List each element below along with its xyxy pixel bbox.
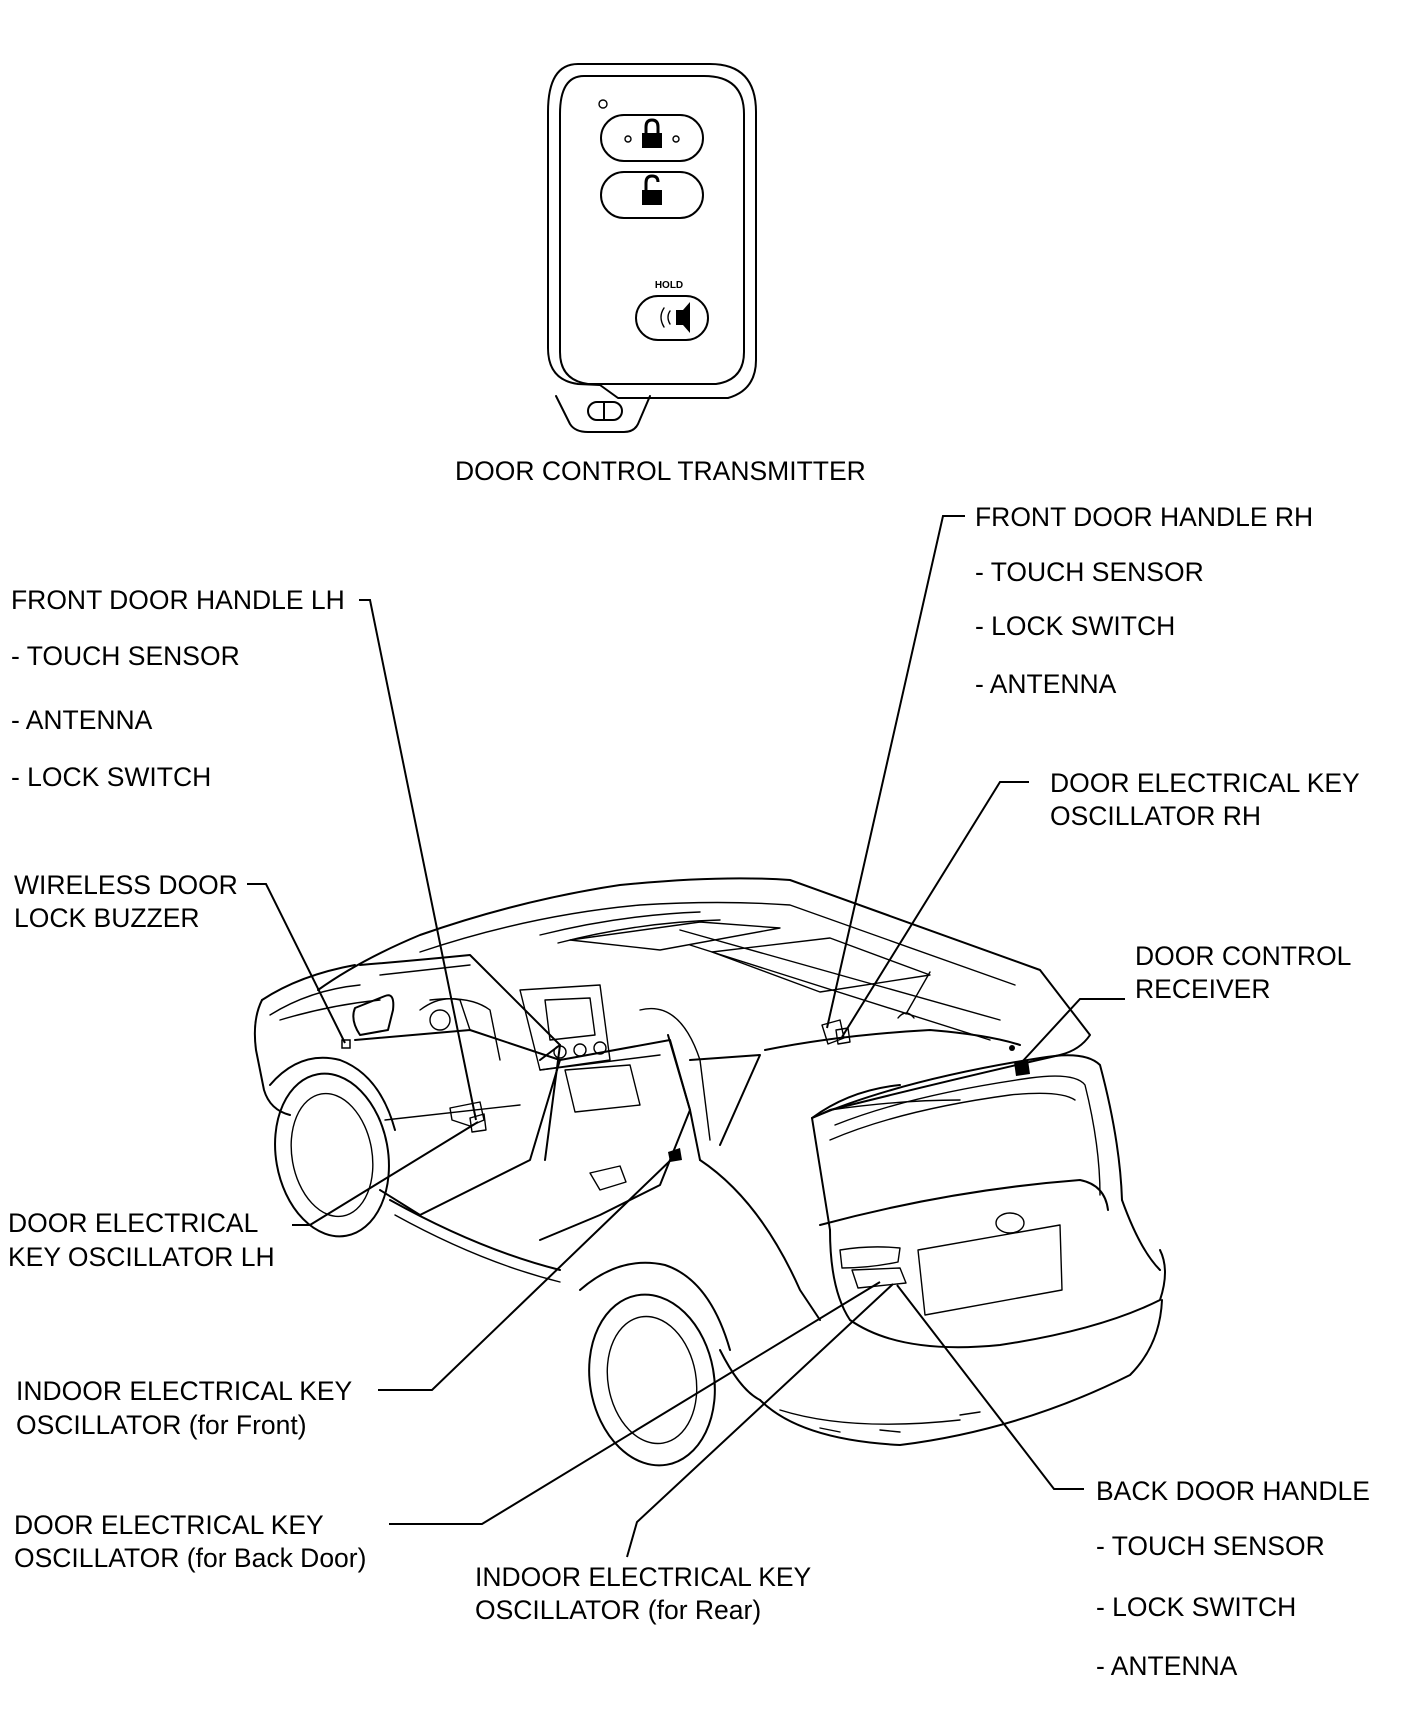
label-front-door-handle-rh-item-2: - LOCK SWITCH xyxy=(975,611,1175,641)
label-wireless-buzzer-line-2: LOCK BUZZER xyxy=(14,903,200,933)
label-door-electrical-key-oscillator-lh: DOOR ELECTRICAL KEY OSCILLATOR LH xyxy=(8,1208,275,1272)
label-indoor-osc-front-line-2: OSCILLATOR (for Front) xyxy=(16,1410,307,1440)
label-back-door-handle-item-3: - ANTENNA xyxy=(1096,1651,1238,1681)
label-door-osc-rh-line-2: OSCILLATOR RH xyxy=(1050,801,1261,831)
label-back-door-handle-item-1: - TOUCH SENSOR xyxy=(1096,1531,1325,1561)
label-front-door-handle-lh-item-2: - ANTENNA xyxy=(11,705,153,735)
label-back-door-handle-item-2: - LOCK SWITCH xyxy=(1096,1592,1296,1622)
label-back-door-handle: BACK DOOR HANDLE - TOUCH SENSOR - LOCK S… xyxy=(1096,1476,1370,1681)
label-wireless-door-lock-buzzer: WIRELESS DOOR LOCK BUZZER xyxy=(14,870,238,933)
label-indoor-osc-rear-line-1: INDOOR ELECTRICAL KEY xyxy=(475,1562,812,1592)
transmitter-caption: DOOR CONTROL TRANSMITTER xyxy=(455,456,866,486)
lock-button-icon xyxy=(600,114,704,162)
label-receiver-line-1: DOOR CONTROL xyxy=(1135,941,1351,971)
label-front-door-handle-rh-title: FRONT DOOR HANDLE RH xyxy=(975,502,1313,532)
label-front-door-handle-lh-item-3: - LOCK SWITCH xyxy=(11,762,211,792)
label-indoor-electrical-key-oscillator-front: INDOOR ELECTRICAL KEY OSCILLATOR (for Fr… xyxy=(16,1376,353,1440)
hold-label: HOLD xyxy=(655,280,683,291)
label-front-door-handle-rh-item-3: - ANTENNA xyxy=(975,669,1117,699)
label-indoor-electrical-key-oscillator-rear: INDOOR ELECTRICAL KEY OSCILLATOR (for Re… xyxy=(475,1562,812,1625)
label-door-electrical-key-oscillator-back-door: DOOR ELECTRICAL KEY OSCILLATOR (for Back… xyxy=(14,1510,366,1573)
label-indoor-osc-rear-line-2: OSCILLATOR (for Rear) xyxy=(475,1595,761,1625)
label-door-electrical-key-oscillator-rh: DOOR ELECTRICAL KEY OSCILLATOR RH xyxy=(1050,768,1360,831)
vehicle-illustration xyxy=(253,877,1166,1467)
label-back-door-handle-title: BACK DOOR HANDLE xyxy=(1096,1476,1370,1506)
label-door-osc-lh-line-1: DOOR ELECTRICAL xyxy=(8,1208,258,1238)
label-indoor-osc-front-line-1: INDOOR ELECTRICAL KEY xyxy=(16,1376,353,1406)
panic-button-icon: HOLD xyxy=(635,280,709,341)
label-front-door-handle-lh: FRONT DOOR HANDLE LH - TOUCH SENSOR - AN… xyxy=(11,585,345,792)
label-door-osc-lh-line-2: KEY OSCILLATOR LH xyxy=(8,1242,275,1272)
label-receiver-line-2: RECEIVER xyxy=(1135,974,1270,1004)
label-front-door-handle-rh-item-1: - TOUCH SENSOR xyxy=(975,557,1204,587)
leader-lines xyxy=(247,515,1125,1558)
unlock-button-icon xyxy=(600,171,704,219)
label-front-door-handle-rh: FRONT DOOR HANDLE RH - TOUCH SENSOR - LO… xyxy=(975,502,1313,699)
label-front-door-handle-lh-item-1: - TOUCH SENSOR xyxy=(11,641,240,671)
label-door-osc-back-line-1: DOOR ELECTRICAL KEY xyxy=(14,1510,324,1540)
label-door-control-receiver: DOOR CONTROL RECEIVER xyxy=(1135,941,1351,1004)
label-front-door-handle-lh-title: FRONT DOOR HANDLE LH xyxy=(11,585,345,615)
label-door-osc-rh-line-1: DOOR ELECTRICAL KEY xyxy=(1050,768,1360,798)
door-control-transmitter-illustration: HOLD xyxy=(547,63,757,433)
label-wireless-buzzer-line-1: WIRELESS DOOR xyxy=(14,870,238,900)
label-door-osc-back-line-2: OSCILLATOR (for Back Door) xyxy=(14,1543,366,1573)
